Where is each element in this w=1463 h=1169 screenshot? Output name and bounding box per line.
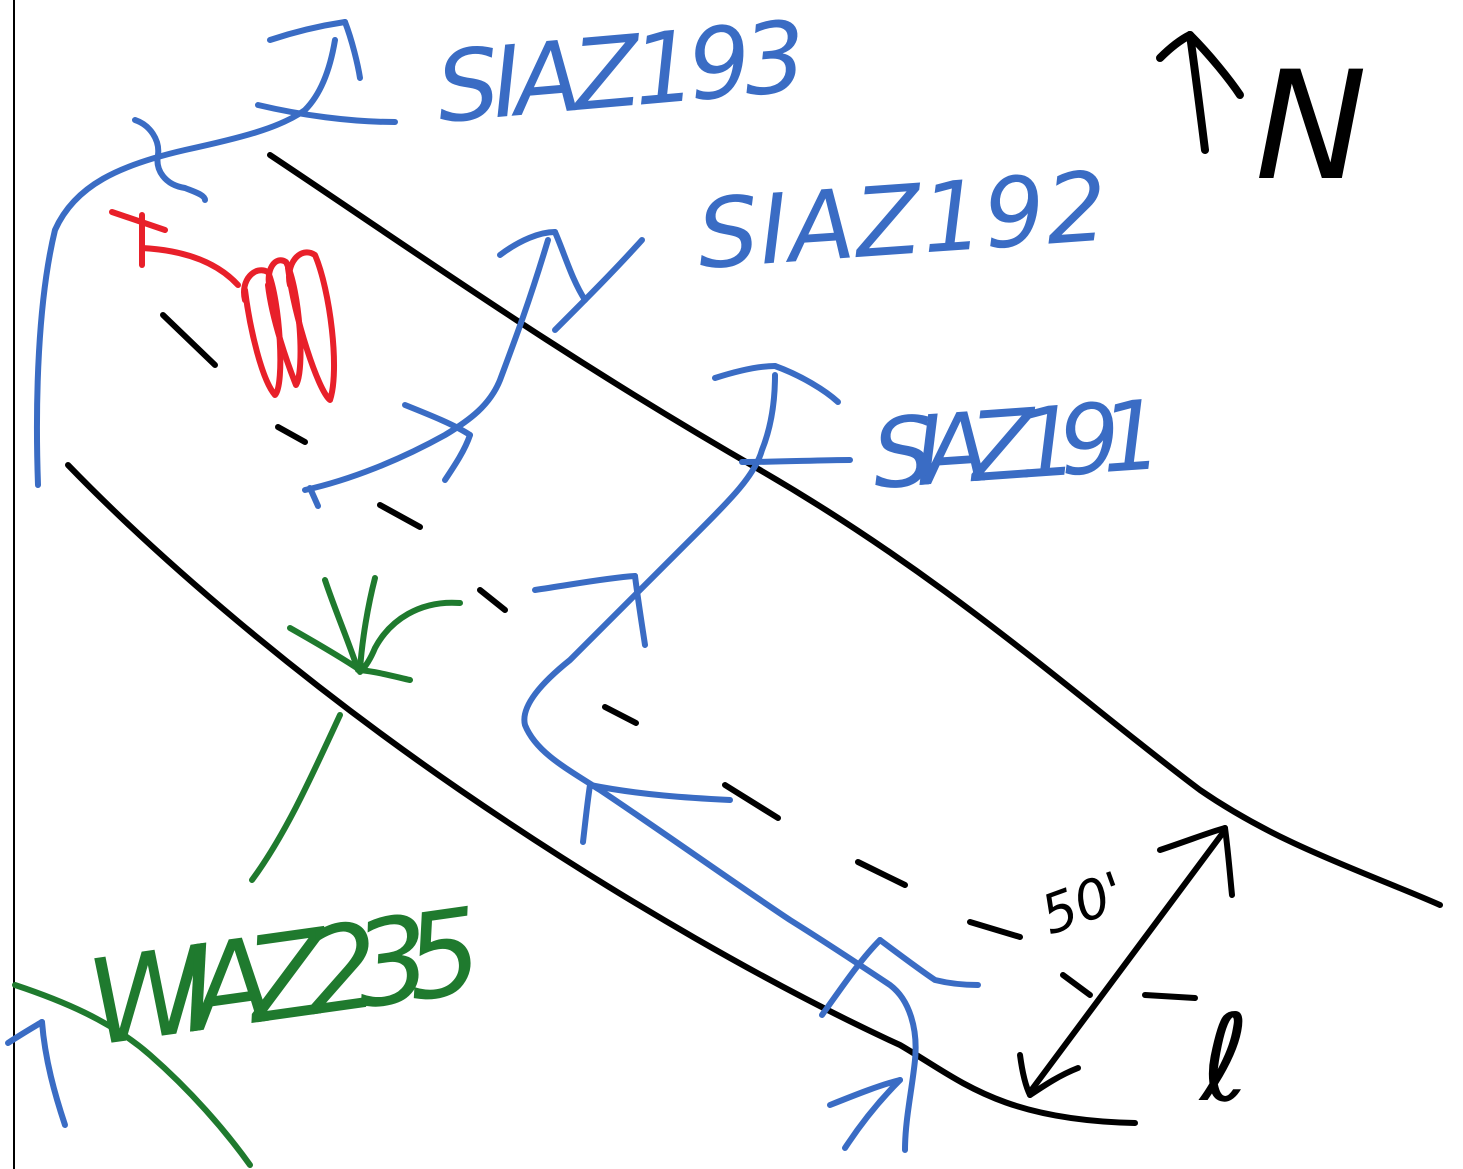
north-arrow-icon <box>1156 31 1244 154</box>
path-sr-193 <box>33 19 398 488</box>
label-sr-193: SIAZ193 <box>432 0 811 146</box>
path-sr-191 <box>521 363 981 1153</box>
path-sr-192 <box>302 229 645 509</box>
label-sr-191: SIAZ191 <box>869 379 1166 511</box>
road-edge-north <box>267 152 1443 908</box>
road-edge-south <box>65 462 1138 1126</box>
x-marker-icon <box>109 209 337 403</box>
centerline-dashes <box>160 312 1198 1001</box>
label-north: N <box>1255 40 1367 214</box>
road <box>65 152 1443 1126</box>
label-sr-192: SIAZ192 <box>694 151 1111 291</box>
width-dimension <box>1017 825 1235 1098</box>
label-width: 50' <box>1033 859 1133 947</box>
path-wr-235 <box>12 575 463 1168</box>
label-wr-235: WIAZ235 <box>80 881 490 1073</box>
label-centerline: ℓ <box>1198 990 1250 1129</box>
path-bottom-left-arrow <box>5 1019 68 1128</box>
